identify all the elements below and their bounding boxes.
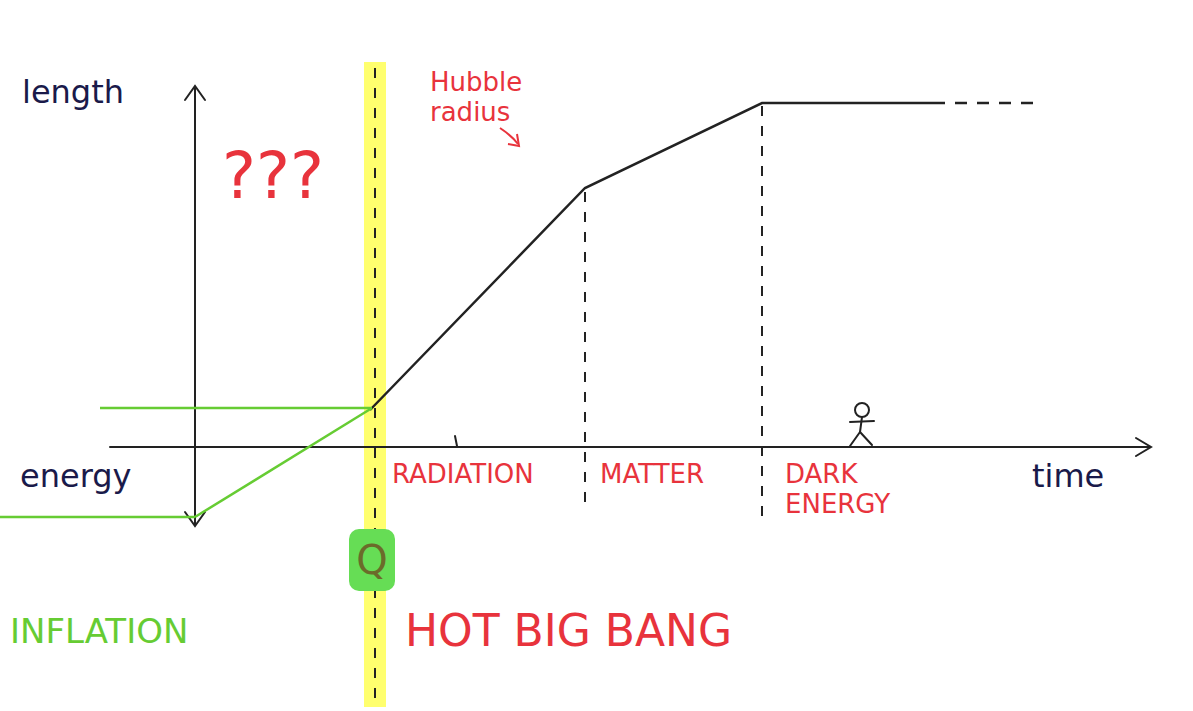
highlight-patch: Q — [349, 529, 395, 591]
phase-label: HOT BIG BANG — [405, 606, 732, 657]
curve-label: Hubble radius — [430, 68, 550, 128]
era-label: DARK ENERGY — [785, 460, 925, 520]
label-pointer — [500, 128, 519, 146]
hubble-radius-future — [955, 102, 1035, 105]
axis-label: energy — [20, 458, 132, 495]
inflation-line — [0, 408, 372, 517]
question-marks: ??? — [222, 140, 324, 214]
highlight-band — [364, 62, 386, 707]
patch-letter: Q — [356, 537, 387, 583]
era-dividers — [375, 68, 762, 700]
hubble-radius-line — [370, 103, 945, 410]
era-label: RADIATION — [392, 460, 534, 490]
axis-label: length — [22, 74, 124, 111]
era-label: MATTER — [600, 460, 704, 490]
observer-figure — [850, 403, 874, 446]
phase-label: INFLATION — [10, 612, 188, 651]
axis-label: time — [1032, 458, 1104, 495]
axes — [110, 86, 1151, 526]
